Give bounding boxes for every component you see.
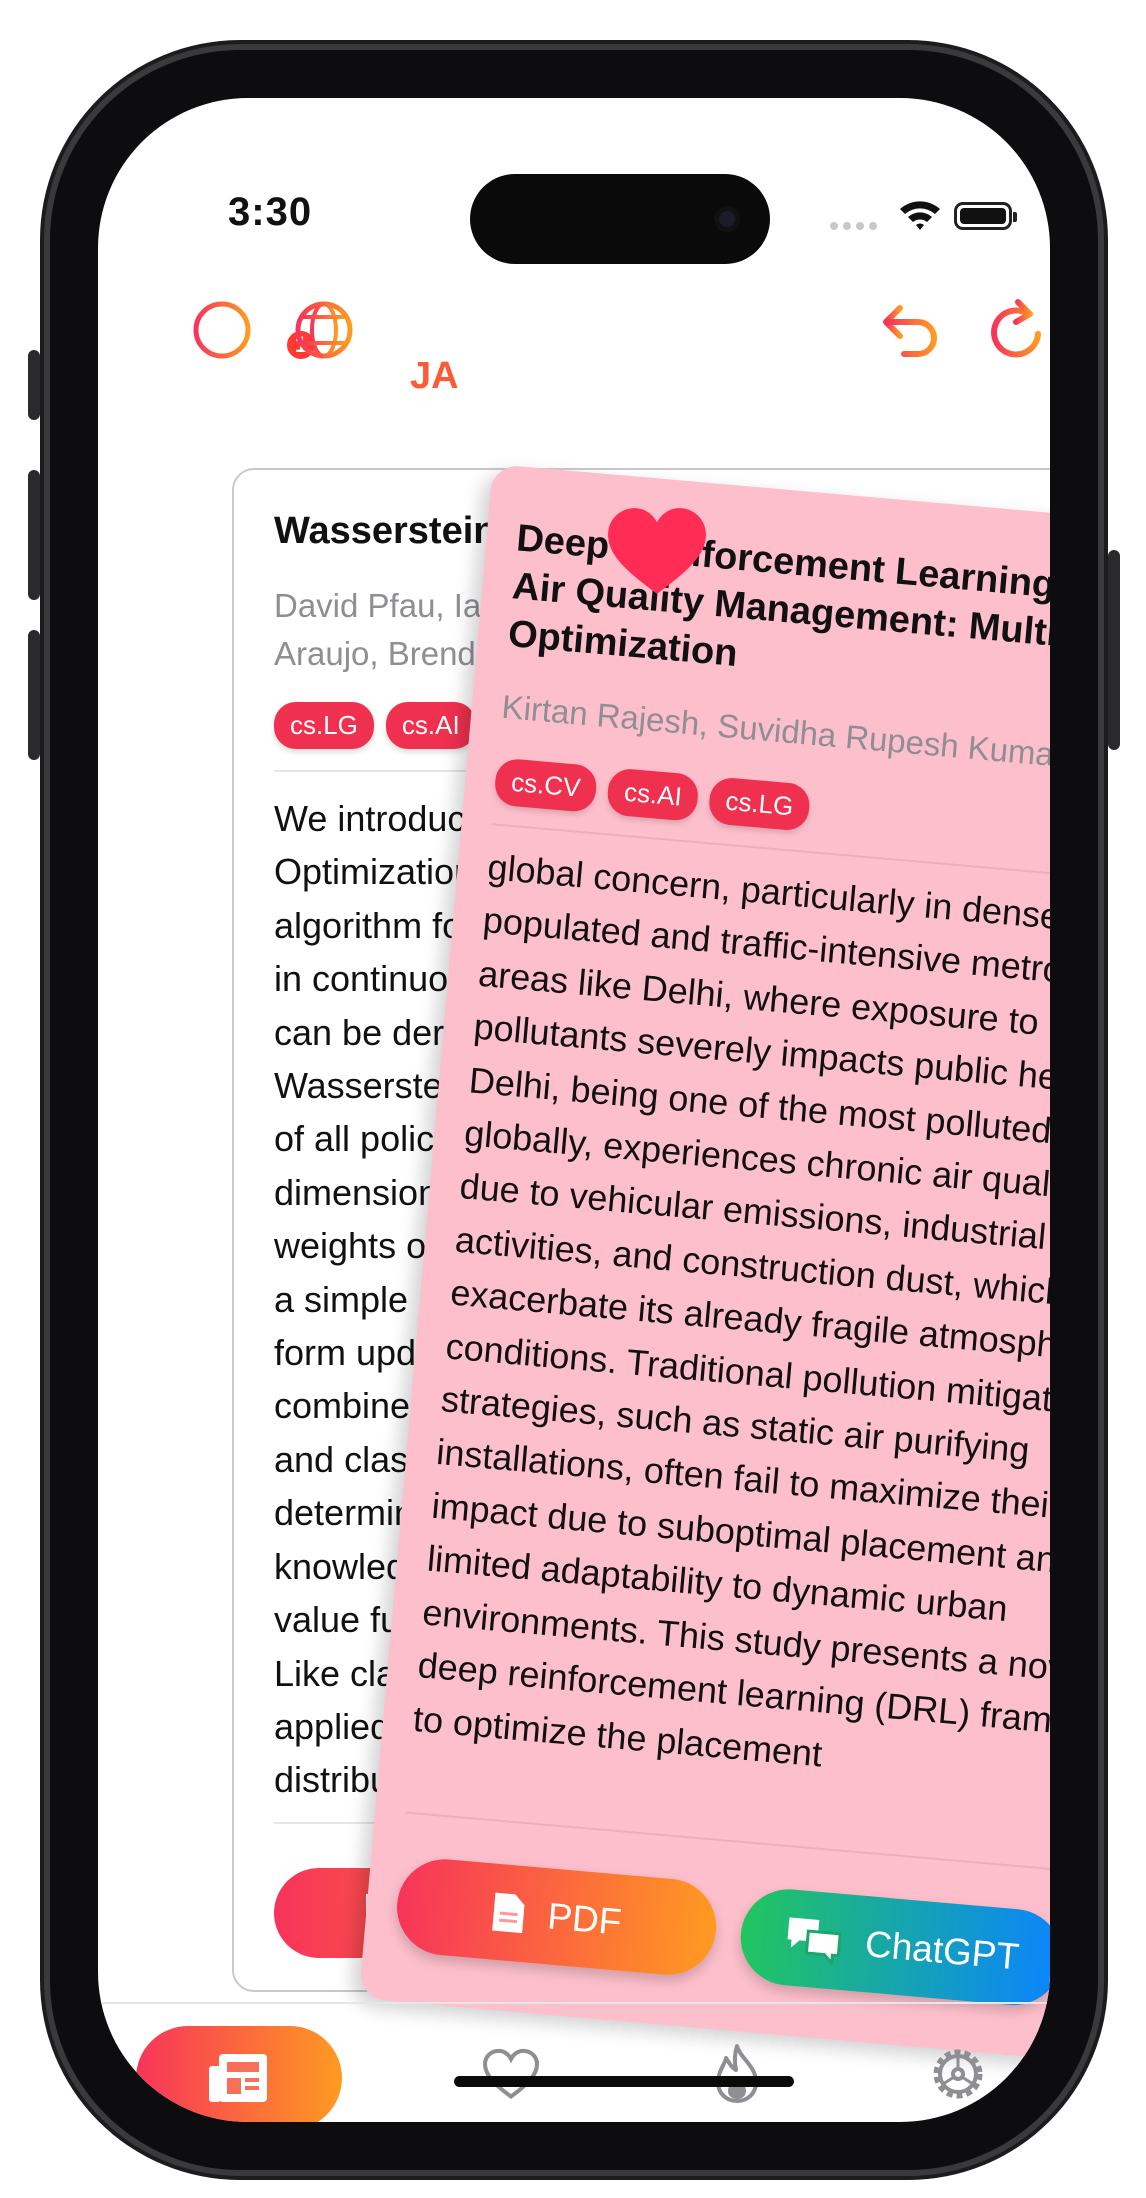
battery-icon <box>954 202 1017 230</box>
redo-icon[interactable] <box>984 296 1048 364</box>
gear-icon[interactable] <box>928 2044 988 2104</box>
heart-icon[interactable] <box>482 2048 540 2100</box>
status-time: 3:30 <box>228 190 313 234</box>
tag: cs.CV <box>493 757 599 814</box>
tag: cs.AI <box>385 702 476 749</box>
chat-bubbles-icon <box>787 1917 842 1967</box>
pdf-button-label: PDF <box>545 1895 624 1943</box>
paper-authors: Kirtan Rajesh, Suvidha Rupesh Kumar <box>500 687 1050 774</box>
action-button <box>28 350 40 420</box>
paper-title: Deep Reinforcement Learning for Urban Ai… <box>506 517 1050 675</box>
chatgpt-button[interactable]: ChatGPT <box>736 1885 1050 2010</box>
globe-icon[interactable] <box>292 298 356 362</box>
camera-icon <box>714 206 740 232</box>
tag-list: cs.LG cs.AI <box>274 702 476 749</box>
filter-icon[interactable] <box>190 298 254 362</box>
tag: cs.LG <box>274 702 374 749</box>
wifi-icon <box>900 201 940 230</box>
undo-icon[interactable] <box>878 298 946 362</box>
dynamic-island <box>470 174 770 264</box>
tag-list: cs.CV cs.AI cs.LG <box>493 757 812 832</box>
tab-bar-divider <box>98 2002 1050 2004</box>
document-icon <box>492 1892 525 1934</box>
screen: 3:30 1 JA <box>98 98 1050 2122</box>
volume-up-button <box>28 470 40 600</box>
cellular-signal-icon <box>830 222 877 230</box>
tag: cs.LG <box>707 776 812 832</box>
heart-icon <box>608 508 706 594</box>
chatgpt-button-label: ChatGPT <box>863 1923 1021 1978</box>
paper-card-front[interactable]: Deep Reinforcement Learning for Urban Ai… <box>358 464 1050 2066</box>
pdf-button[interactable]: PDF <box>393 1855 721 1979</box>
author-line: Araujo, Brendan <box>274 635 513 672</box>
flame-icon[interactable] <box>712 2042 762 2104</box>
home-indicator[interactable] <box>454 2076 794 2087</box>
feed-icon <box>209 2054 267 2102</box>
tab-feed[interactable] <box>136 2026 342 2122</box>
volume-down-button <box>28 630 40 760</box>
language-label[interactable]: JA <box>410 355 459 397</box>
power-button <box>1108 550 1120 750</box>
tag: cs.AI <box>606 767 700 823</box>
phone-frame: 3:30 1 JA <box>28 50 1120 2170</box>
paper-abstract: global concern, particularly in densely … <box>411 846 1050 1775</box>
